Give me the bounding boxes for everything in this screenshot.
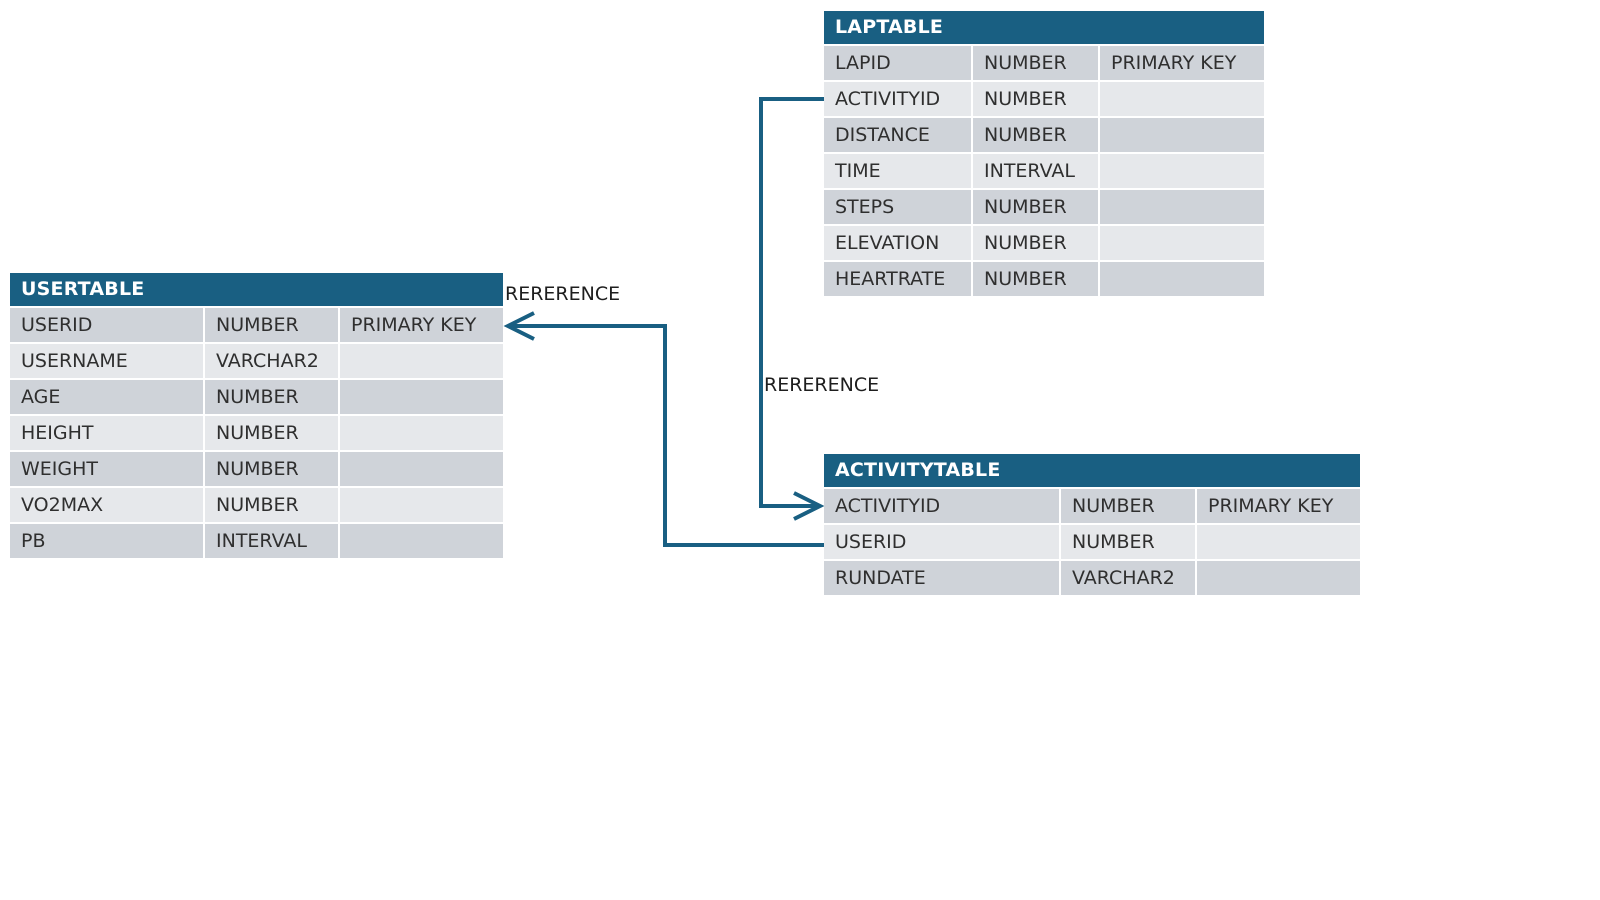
column-type-cell: INTERVAL: [973, 154, 1098, 188]
column-name-cell: STEPS: [824, 190, 971, 224]
column-name-cell: LAPID: [824, 46, 971, 80]
relation-label-activity: RERERENCE: [764, 374, 880, 396]
column-type-cell: NUMBER: [205, 452, 338, 486]
column-name-cell: ACTIVITYID: [824, 82, 971, 116]
column-name-cell: RUNDATE: [824, 561, 1059, 595]
arrowhead-activitytable-activityid: [793, 491, 825, 521]
column-type-cell: NUMBER: [973, 190, 1098, 224]
table-row: USERID NUMBER: [824, 523, 1360, 559]
column-name-cell: USERID: [10, 308, 203, 342]
column-type-cell: VARCHAR2: [205, 344, 338, 378]
table-header: USERTABLE: [10, 273, 503, 306]
table-row: RUNDATE VARCHAR2: [824, 559, 1360, 595]
table-row: VO2MAX NUMBER: [10, 486, 503, 522]
column-constraint-cell: [340, 344, 503, 378]
column-name-cell: ACTIVITYID: [824, 489, 1059, 523]
table-row: HEARTRATE NUMBER: [824, 260, 1264, 296]
table-row: ELEVATION NUMBER: [824, 224, 1264, 260]
column-constraint-cell: [1197, 561, 1360, 595]
table-header: ACTIVITYTABLE: [824, 454, 1360, 487]
column-type-cell: NUMBER: [1061, 489, 1195, 523]
column-type-cell: NUMBER: [205, 416, 338, 450]
table-row: WEIGHT NUMBER: [10, 450, 503, 486]
relation-label-user: RERERENCE: [505, 283, 621, 305]
column-type-cell: NUMBER: [973, 82, 1098, 116]
column-name-cell: VO2MAX: [10, 488, 203, 522]
column-name-cell: USERID: [824, 525, 1059, 559]
column-type-cell: NUMBER: [205, 308, 338, 342]
column-constraint-cell: [340, 488, 503, 522]
column-constraint-cell: [1100, 118, 1264, 152]
column-type-cell: NUMBER: [973, 262, 1098, 296]
column-constraint-cell: [1100, 262, 1264, 296]
usertable: USERTABLE USERID NUMBER PRIMARY KEY USER…: [10, 273, 503, 558]
column-type-cell: VARCHAR2: [1061, 561, 1195, 595]
column-name-cell: HEIGHT: [10, 416, 203, 450]
column-type-cell: NUMBER: [205, 488, 338, 522]
column-name-cell: TIME: [824, 154, 971, 188]
column-constraint-cell: [340, 416, 503, 450]
column-constraint-cell: [1100, 154, 1264, 188]
column-constraint-cell: [1100, 190, 1264, 224]
table-row: USERID NUMBER PRIMARY KEY: [10, 306, 503, 342]
table-row: ACTIVITYID NUMBER PRIMARY KEY: [824, 487, 1360, 523]
column-constraint-cell: PRIMARY KEY: [1197, 489, 1360, 523]
activitytable: ACTIVITYTABLE ACTIVITYID NUMBER PRIMARY …: [824, 454, 1360, 595]
column-constraint-cell: [1100, 82, 1264, 116]
arrowhead-usertable-userid: [503, 311, 535, 341]
column-constraint-cell: [1197, 525, 1360, 559]
column-type-cell: INTERVAL: [205, 524, 338, 558]
column-constraint-cell: [340, 452, 503, 486]
column-name-cell: HEARTRATE: [824, 262, 971, 296]
table-row: LAPID NUMBER PRIMARY KEY: [824, 44, 1264, 80]
column-name-cell: ELEVATION: [824, 226, 971, 260]
column-constraint-cell: [340, 380, 503, 414]
table-row: TIME INTERVAL: [824, 152, 1264, 188]
table-row: AGE NUMBER: [10, 378, 503, 414]
column-constraint-cell: [1100, 226, 1264, 260]
table-row: USERNAME VARCHAR2: [10, 342, 503, 378]
table-row: DISTANCE NUMBER: [824, 116, 1264, 152]
column-constraint-cell: PRIMARY KEY: [1100, 46, 1264, 80]
column-type-cell: NUMBER: [973, 46, 1098, 80]
table-row: STEPS NUMBER: [824, 188, 1264, 224]
relation-line-activity-to-user: [508, 324, 824, 547]
column-name-cell: AGE: [10, 380, 203, 414]
column-type-cell: NUMBER: [205, 380, 338, 414]
column-type-cell: NUMBER: [973, 226, 1098, 260]
column-name-cell: WEIGHT: [10, 452, 203, 486]
table-row: ACTIVITYID NUMBER: [824, 80, 1264, 116]
relation-line-lap-to-activity: [759, 97, 824, 508]
column-type-cell: NUMBER: [973, 118, 1098, 152]
column-name-cell: DISTANCE: [824, 118, 971, 152]
column-constraint-cell: [340, 524, 503, 558]
table-header: LAPTABLE: [824, 11, 1264, 44]
column-name-cell: USERNAME: [10, 344, 203, 378]
table-row: HEIGHT NUMBER: [10, 414, 503, 450]
table-row: PB INTERVAL: [10, 522, 503, 558]
laptable: LAPTABLE LAPID NUMBER PRIMARY KEY ACTIVI…: [824, 11, 1264, 296]
column-name-cell: PB: [10, 524, 203, 558]
column-type-cell: NUMBER: [1061, 525, 1195, 559]
column-constraint-cell: PRIMARY KEY: [340, 308, 503, 342]
